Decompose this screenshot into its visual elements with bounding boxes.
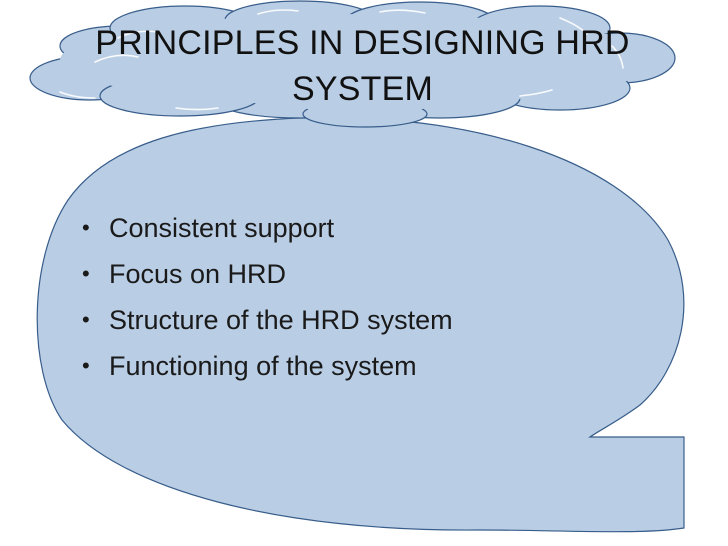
bullet-text: Consistent support (109, 213, 335, 243)
list-item: • Focus on HRD (80, 251, 453, 297)
slide-title: PRINCIPLES IN DESIGNING HRD SYSTEM (95, 24, 630, 108)
list-item: • Consistent support (80, 205, 453, 251)
bullet-marker: • (82, 307, 90, 332)
bullet-marker: • (82, 353, 90, 378)
bullet-marker: • (82, 215, 90, 240)
bullet-text: Structure of the HRD system (109, 305, 453, 335)
bullet-text: Functioning of the system (109, 351, 417, 381)
cloud-fill (60, 14, 660, 116)
bullet-list: • Consistent support • Focus on HRD • St… (80, 205, 453, 389)
list-item: • Functioning of the system (80, 343, 453, 389)
bullet-text: Focus on HRD (109, 259, 287, 289)
cloud-lobe-lines (59, 9, 624, 111)
speech-bubble-shape (36, 116, 685, 533)
list-item: • Structure of the HRD system (80, 297, 453, 343)
bullet-marker: • (82, 261, 90, 286)
